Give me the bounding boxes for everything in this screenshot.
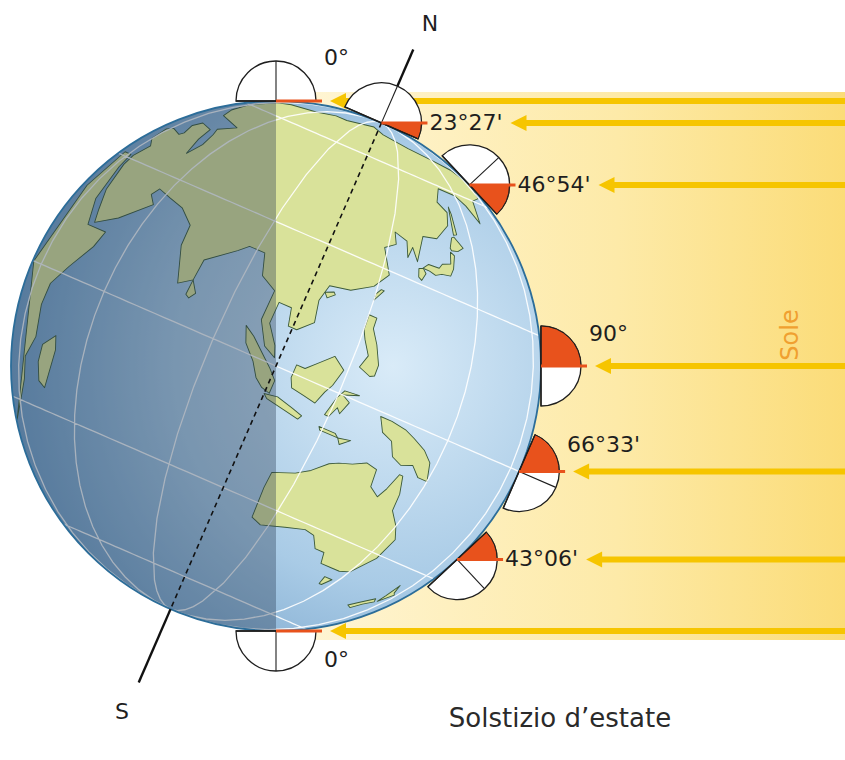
zenith-line <box>275 631 276 671</box>
angle-label: 0° <box>324 648 349 672</box>
ray-arrowhead <box>595 358 611 374</box>
ray-direction <box>276 100 322 103</box>
ray-arrowhead <box>511 115 527 131</box>
caption: Solstizio d’estate <box>449 704 671 733</box>
landmass <box>415 267 428 281</box>
horizon-semicircle <box>236 61 316 101</box>
angle-marker <box>442 145 515 214</box>
elevation-wedge <box>457 532 497 559</box>
angle-marker <box>236 631 322 671</box>
sun-rays <box>330 93 845 639</box>
ray-arrowhead <box>330 93 346 109</box>
ray-direction <box>381 121 427 124</box>
elevation-wedge <box>541 326 581 366</box>
ray-arrowhead <box>330 623 346 639</box>
globe <box>0 0 625 760</box>
angle-marker <box>236 61 322 101</box>
ray-direction <box>457 558 503 561</box>
sun-label: Sole <box>777 309 803 360</box>
ray-direction <box>519 470 565 473</box>
globe-outline <box>11 101 541 631</box>
elevation-wedge <box>519 435 559 472</box>
angle-markers <box>236 61 587 671</box>
zenith-line <box>469 158 498 185</box>
angle-marker <box>345 83 428 139</box>
angle-label: 43°06' <box>505 547 578 571</box>
ray-arrowhead <box>599 177 615 193</box>
angle-marker <box>541 326 587 406</box>
angle-marker <box>503 435 565 512</box>
landmass <box>324 386 359 425</box>
earth-axis <box>139 49 414 682</box>
angle-label: 46°54' <box>517 173 590 197</box>
angle-label: 66°33' <box>567 433 640 457</box>
sun-ray <box>344 98 845 104</box>
sun-ray <box>344 628 845 634</box>
elevation-wedge <box>469 185 509 214</box>
ray-direction <box>276 630 322 633</box>
landmass <box>364 416 443 481</box>
horizon-semicircle <box>236 631 316 671</box>
sun-ray <box>613 182 845 188</box>
horizon-semicircle <box>345 83 422 139</box>
sun-ray <box>609 363 845 369</box>
horizon-semicircle <box>503 435 559 512</box>
pole-label: S <box>115 700 129 724</box>
zenith-line <box>519 471 556 487</box>
angle-label: 23°27' <box>429 111 502 135</box>
axis-inner <box>171 123 382 609</box>
horizon-semicircle <box>428 532 497 599</box>
zenith-line <box>381 86 397 123</box>
ray-arrowhead <box>586 551 602 567</box>
ray-arrowhead <box>573 463 589 479</box>
angle-label: 0° <box>324 46 349 70</box>
sun-ray <box>587 468 845 474</box>
landmass <box>347 315 396 378</box>
angle-marker <box>428 532 503 599</box>
night-shadow <box>0 0 276 760</box>
zenith-line <box>457 559 484 588</box>
horizon-semicircle <box>442 145 509 214</box>
axis-outer <box>139 609 171 682</box>
ray-direction <box>541 365 587 368</box>
angle-label: 90° <box>589 322 628 346</box>
sun-ray <box>525 120 845 126</box>
ray-direction <box>469 183 515 186</box>
zenith-line <box>275 61 276 101</box>
landmass <box>323 289 336 301</box>
pole-label: N <box>422 12 438 36</box>
landmass <box>447 236 466 254</box>
sun-ray <box>600 556 845 562</box>
landmass <box>336 435 351 448</box>
